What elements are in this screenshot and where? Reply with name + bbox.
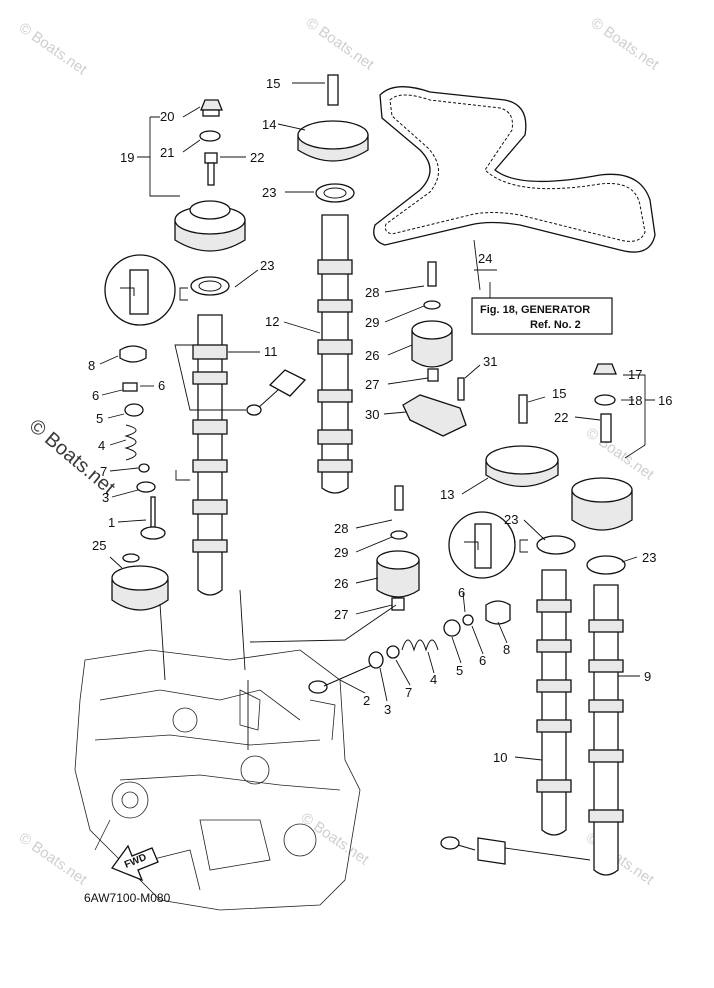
generator-reference-box: Fig. 18, GENERATOR Ref. No. 2 [471, 282, 613, 335]
leader-lines [99, 82, 655, 861]
watermark-bottom-left: © Boats.net [16, 829, 91, 888]
callout-20: 20 [160, 109, 174, 124]
left-valve-stack [119, 345, 166, 540]
belt-tensioner [111, 553, 169, 611]
callout-26-upper: 26 [365, 348, 379, 363]
idler-pulley-upper [402, 261, 467, 437]
watermark-large-left: © Boats.net [25, 415, 120, 499]
callout-9: 9 [644, 669, 651, 684]
callout-23-left: 23 [260, 258, 274, 273]
callout-31: 31 [483, 354, 497, 369]
callout-27-upper: 27 [365, 377, 379, 392]
callout-6-lower-b: 6 [479, 653, 486, 668]
callout-22-left: 22 [250, 150, 264, 165]
callout-30: 30 [365, 407, 379, 422]
center-intake-camshaft [317, 214, 353, 494]
callout-27-lower: 27 [334, 607, 348, 622]
callout-3-left: 3 [102, 490, 109, 505]
callout-labels: 15 14 23 20 21 22 19 23 11 12 8 6 6 5 4 … [88, 76, 672, 765]
watermark-top-right: © Boats.net [588, 14, 663, 73]
callout-28-upper: 28 [365, 285, 379, 300]
callout-5-left: 5 [96, 411, 103, 426]
idler-pulley-lower [376, 485, 420, 611]
watermark-top-center: © Boats.net [303, 14, 378, 73]
diagram-code: 6AW7100-M080 [84, 891, 171, 905]
watermark-bottom-center: © Boats.net [298, 809, 373, 868]
callout-23-center: 23 [262, 185, 276, 200]
callout-22-right: 22 [554, 410, 568, 425]
right-cam-sprocket-assembly [485, 363, 633, 575]
watermark-top-left: © Boats.net [16, 19, 91, 78]
callout-7-left: 7 [100, 464, 107, 479]
callout-16: 16 [658, 393, 672, 408]
callout-10: 10 [493, 750, 507, 765]
callout-6-left-a: 6 [92, 388, 99, 403]
callout-29-upper: 29 [365, 315, 379, 330]
callout-3-lower: 3 [384, 702, 391, 717]
engine-block [74, 649, 361, 911]
callout-13: 13 [440, 487, 454, 502]
callout-28-lower: 28 [334, 521, 348, 536]
callout-4-lower: 4 [430, 672, 437, 687]
callout-1: 1 [108, 515, 115, 530]
callout-24: 24 [478, 251, 492, 266]
callout-26-lower: 26 [334, 576, 348, 591]
callout-2: 2 [363, 693, 370, 708]
callout-5-lower: 5 [456, 663, 463, 678]
callout-4-left: 4 [98, 438, 105, 453]
callout-18: 18 [628, 393, 642, 408]
callout-19: 19 [120, 150, 134, 165]
callout-29-lower: 29 [334, 545, 348, 560]
callout-6-left-b: 6 [158, 378, 165, 393]
watermark-mid-right: © Boats.net [583, 424, 658, 483]
callout-21: 21 [160, 145, 174, 160]
forward-arrow: FWD [110, 844, 159, 882]
callout-11: 11 [264, 344, 278, 359]
callout-23-right-a: 23 [504, 512, 518, 527]
inset-tool-left [104, 254, 188, 326]
reference-line-2: Ref. No. 2 [530, 319, 581, 331]
reference-line-1: Fig. 18, GENERATOR [480, 304, 590, 316]
callout-23-right-b: 23 [642, 550, 656, 565]
right-exhaust-camshaft [588, 584, 624, 876]
center-cam-sprocket-assembly [297, 74, 369, 203]
callout-7-lower: 7 [405, 685, 412, 700]
callout-14: 14 [262, 117, 276, 132]
callout-8-left: 8 [88, 358, 95, 373]
center-valve-lifter [246, 369, 307, 416]
callout-25: 25 [92, 538, 106, 553]
left-exhaust-camshaft [192, 314, 228, 596]
callout-8-lower: 8 [503, 642, 510, 657]
callout-17: 17 [628, 367, 642, 382]
callout-12: 12 [265, 314, 279, 329]
inset-tool-right [448, 511, 528, 579]
lower-valve-stack [308, 600, 511, 865]
right-intake-camshaft [536, 569, 572, 836]
callout-15-top: 15 [266, 76, 280, 91]
callout-15-right: 15 [552, 386, 566, 401]
timing-belt [373, 86, 656, 253]
callout-6-lower-a: 6 [458, 585, 465, 600]
left-cam-sprocket-assembly [174, 99, 246, 296]
